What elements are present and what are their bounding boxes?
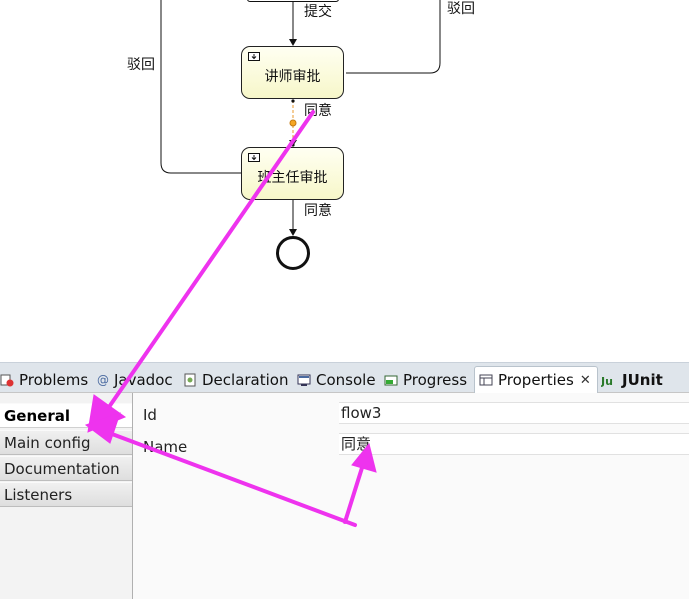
tab-label: JUnit: [622, 370, 663, 389]
tab-progress[interactable]: Progress: [384, 366, 467, 393]
tab-console[interactable]: Console: [297, 366, 376, 393]
task-label: 讲师审批: [264, 69, 321, 85]
properties-content: Id flow3 Name 同意: [133, 393, 689, 599]
junit-icon: Ju: [600, 373, 617, 388]
tab-junit[interactable]: Ju JUnit: [600, 366, 663, 393]
tab-javadoc[interactable]: @ Javadoc: [97, 366, 173, 393]
flow-label-reject-right[interactable]: 驳回: [447, 1, 475, 17]
properties-sidebar: General Main config Documentation Listen…: [0, 393, 133, 599]
tab-label: Problems: [19, 370, 89, 389]
view-tab-bar: Problems @ Javadoc Declaration Console P…: [0, 362, 689, 393]
declaration-icon: [183, 373, 197, 387]
name-field[interactable]: 同意: [339, 433, 689, 455]
progress-icon: [384, 373, 398, 387]
tab-label: Javadoc: [114, 370, 173, 389]
flow-label-approve[interactable]: 同意: [304, 203, 332, 219]
tab-properties[interactable]: Properties ✕: [474, 366, 598, 393]
sidebar-item-general[interactable]: General: [0, 403, 132, 428]
sequence-flows: [160, 0, 441, 236]
tab-label: Progress: [403, 370, 468, 389]
problems-icon: [0, 373, 14, 387]
process-diagram-canvas[interactable]: 讲师审批 班主任审批 提交 驳回 驳回 同意 同意: [0, 0, 689, 362]
user-task-icon: [248, 52, 260, 61]
tab-declaration[interactable]: Declaration: [183, 366, 288, 393]
close-icon[interactable]: ✕: [579, 372, 591, 388]
properties-view-panel: Problems @ Javadoc Declaration Console P…: [0, 362, 689, 599]
end-event[interactable]: [276, 236, 310, 270]
task-teacher-approval[interactable]: 讲师审批: [241, 46, 344, 99]
tab-label: Properties: [498, 371, 574, 389]
sidebar-item-documentation[interactable]: Documentation: [0, 456, 132, 481]
svg-text:@: @: [97, 373, 109, 387]
console-icon: [297, 373, 311, 387]
sidebar-item-listeners[interactable]: Listeners: [0, 482, 132, 507]
id-field[interactable]: flow3: [339, 402, 689, 424]
flow-label-submit[interactable]: 提交: [304, 4, 332, 20]
flow-label-reject-left[interactable]: 驳回: [127, 57, 155, 73]
name-label: Name: [143, 438, 188, 456]
user-task-icon: [248, 153, 260, 162]
tab-problems[interactable]: Problems: [0, 366, 88, 393]
task-label: 班主任审批: [257, 170, 328, 186]
javadoc-icon: @: [97, 373, 109, 387]
sidebar-item-main-config[interactable]: Main config: [0, 430, 132, 455]
task-headteacher-approval[interactable]: 班主任审批: [241, 147, 344, 200]
properties-icon: [479, 373, 493, 387]
tab-label: Declaration: [202, 370, 289, 389]
flow-label-approve-selected[interactable]: 同意: [304, 103, 332, 119]
id-label: Id: [143, 406, 157, 424]
svg-text:Ju: Ju: [601, 375, 613, 387]
tab-label: Console: [316, 370, 376, 389]
